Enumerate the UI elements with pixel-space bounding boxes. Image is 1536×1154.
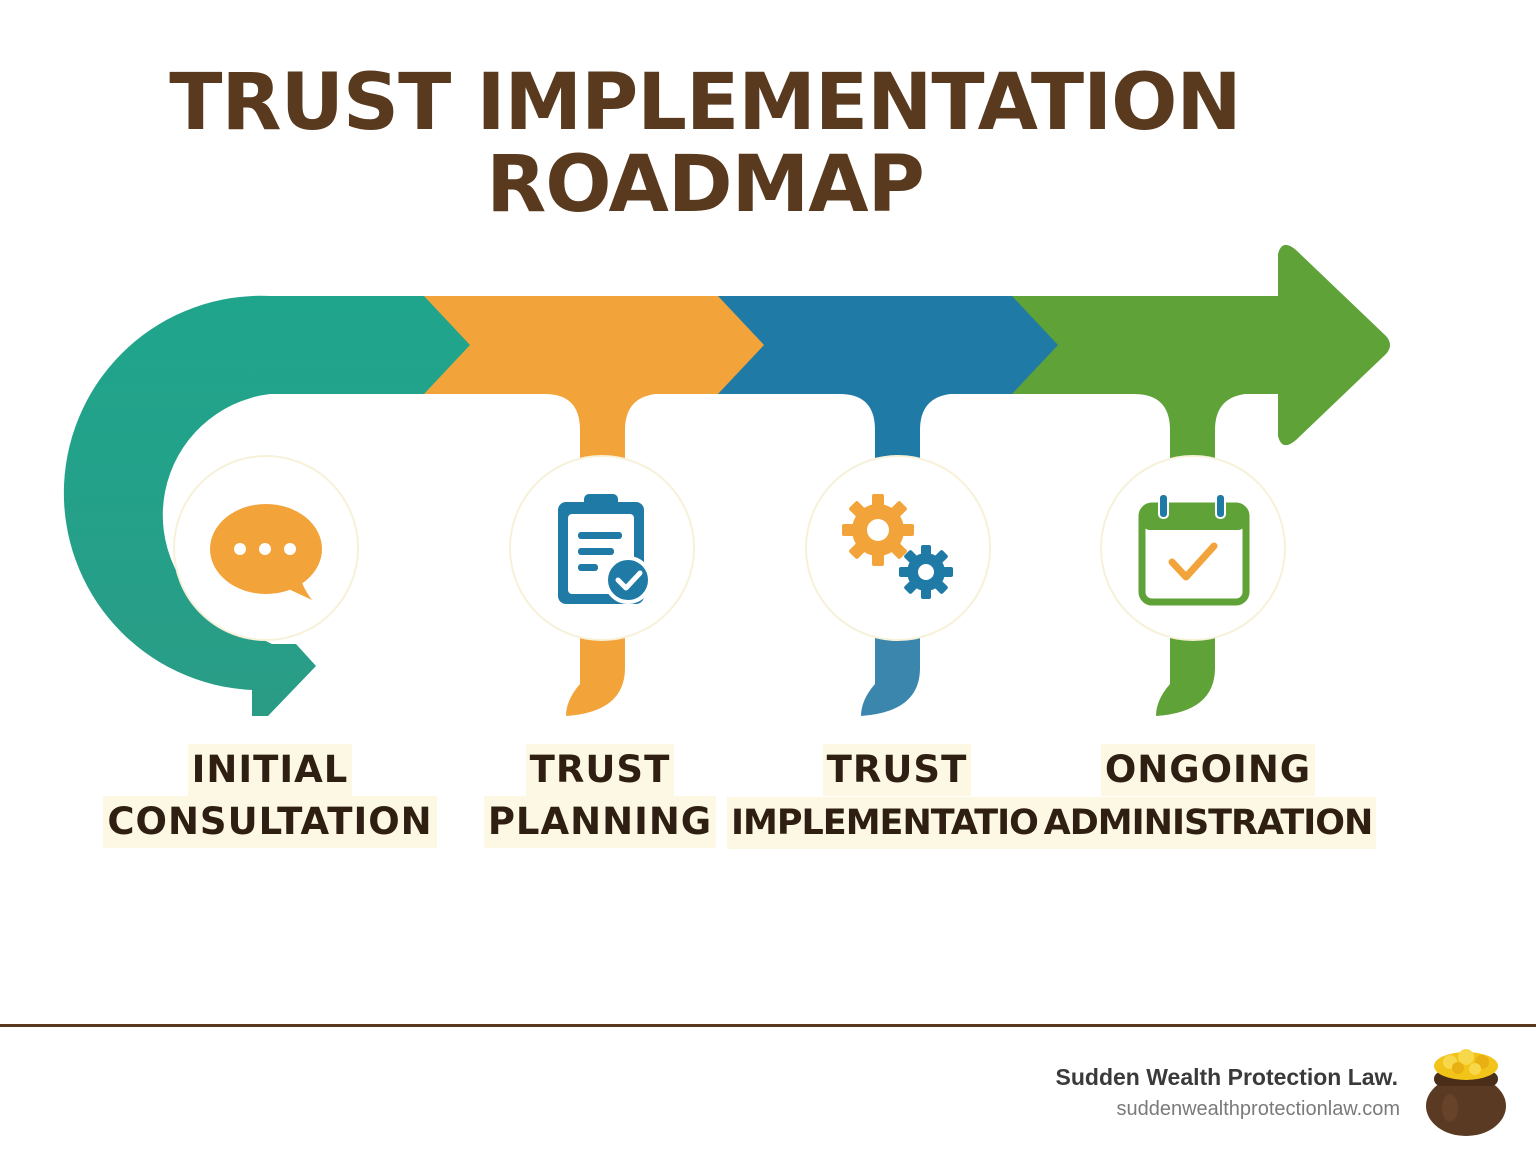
blue-arrow-segment bbox=[718, 296, 1060, 716]
step-label-3: TRUST IMPLEMENTATION bbox=[727, 744, 1071, 849]
orange-arrow-segment bbox=[424, 296, 766, 716]
step-3-line-2: IMPLEMENTATION bbox=[727, 797, 1071, 849]
diagram-title: TRUST IMPLEMENTATION ROADMAP bbox=[0, 62, 1410, 226]
step-node-3 bbox=[805, 455, 991, 641]
step-1-line-1: INITIAL bbox=[187, 744, 353, 796]
step-4-line-1: ONGOING bbox=[1100, 744, 1316, 796]
green-arrow-segment bbox=[1012, 244, 1390, 716]
chat-bubble-icon bbox=[210, 504, 322, 600]
footer-divider bbox=[0, 1024, 1536, 1027]
title-line-1: TRUST IMPLEMENTATION bbox=[169, 58, 1241, 148]
step-node-4 bbox=[1100, 455, 1286, 641]
teal-arrow-segment bbox=[63, 295, 473, 716]
step-node-2 bbox=[509, 455, 695, 641]
title-line-2: ROADMAP bbox=[486, 140, 925, 230]
step-1-line-2: CONSULTATION bbox=[103, 796, 437, 848]
pot-of-gold-icon bbox=[1426, 1049, 1506, 1136]
step-label-2: TRUST PLANNING bbox=[430, 744, 770, 848]
brand-url: suddenwealthprotectionlaw.com bbox=[1116, 1098, 1400, 1120]
step-2-line-2: PLANNING bbox=[483, 796, 717, 848]
step-label-1: INITIAL CONSULTATION bbox=[100, 744, 440, 848]
step-label-4: ONGOING ADMINISTRATION bbox=[1038, 744, 1378, 849]
step-node-1 bbox=[173, 455, 359, 641]
gears-icon bbox=[842, 494, 953, 599]
step-2-line-1: TRUST bbox=[525, 744, 675, 796]
step-3-line-1: TRUST bbox=[822, 744, 972, 796]
clipboard-check-icon bbox=[558, 494, 652, 604]
step-4-line-2: ADMINISTRATION bbox=[1039, 797, 1377, 849]
brand-name: Sudden Wealth Protection Law. bbox=[1055, 1064, 1398, 1090]
calendar-check-icon bbox=[1138, 493, 1250, 606]
